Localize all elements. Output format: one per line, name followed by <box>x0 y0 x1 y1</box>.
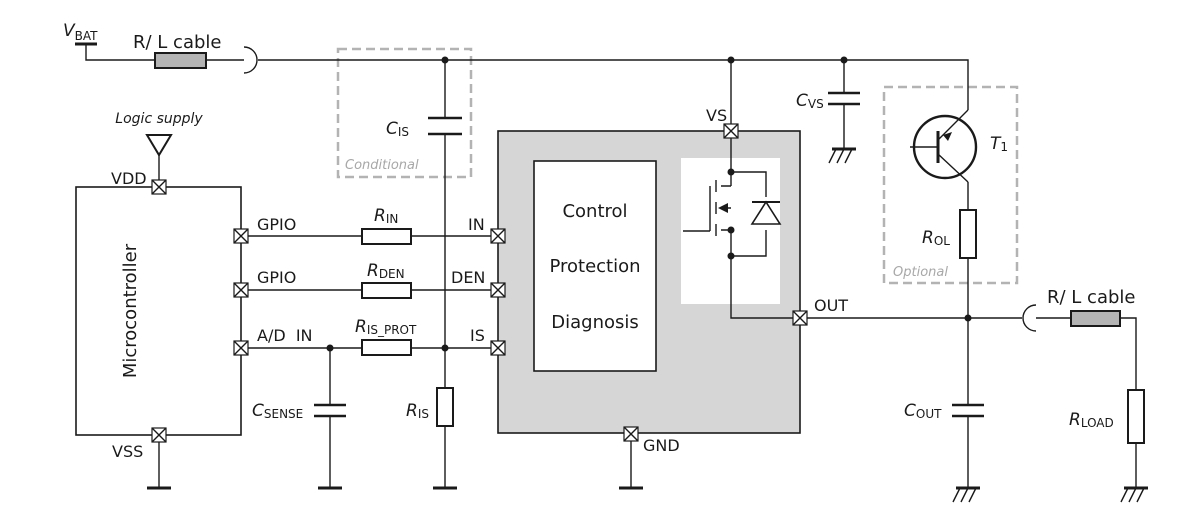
logic-supply-label: Logic supply <box>115 111 203 127</box>
r-ol-label: ROL <box>922 228 950 248</box>
pin-out <box>792 310 808 326</box>
pin-ad-in <box>233 340 249 356</box>
pin-label-gpio-2: GPIO <box>257 268 296 287</box>
pin-vs <box>723 123 739 139</box>
conditional-label: Conditional <box>345 158 419 173</box>
pin-in <box>490 228 506 244</box>
pin-gnd <box>623 426 639 442</box>
t1-label: T1 <box>990 134 1008 154</box>
output-cable <box>1070 310 1121 327</box>
mosfet-gate-wire <box>683 186 711 232</box>
pin-label-gpio-1: GPIO <box>257 215 296 234</box>
block-line-control: Control <box>562 201 627 222</box>
junction-dot <box>727 168 735 176</box>
t1-transistor <box>910 109 978 183</box>
junction-dot <box>441 56 449 64</box>
conditional-box <box>336 47 473 179</box>
logic-supply-icon <box>145 134 173 157</box>
r-is-label: RIS <box>406 401 429 421</box>
junction-dot <box>326 344 334 352</box>
control-logic-block <box>533 160 657 372</box>
r-in-resistor <box>361 228 412 245</box>
battery-rail-wire <box>258 59 969 87</box>
vbat-label: VBAT <box>63 21 98 43</box>
junction-dot <box>840 56 848 64</box>
pin-label-den: DEN <box>451 268 485 287</box>
c-sense-capacitor <box>314 403 346 418</box>
pin-label-ad-in: A/D IN <box>257 326 313 345</box>
junction-dot <box>727 56 735 64</box>
optional-box <box>882 85 1019 285</box>
c-out-capacitor <box>952 403 984 418</box>
r-is-resistor <box>436 387 454 427</box>
r-load-label: RLOAD <box>1069 410 1114 430</box>
output-connector <box>1022 304 1037 332</box>
pin-den <box>490 282 506 298</box>
mosfet-drain-wire <box>730 138 767 197</box>
mosfet-internal-wire <box>721 172 767 257</box>
pin-label-vss: VSS <box>112 442 143 461</box>
out-cable-wire <box>1036 317 1137 487</box>
junction-dot <box>727 226 735 234</box>
block-line-protection: Protection <box>549 256 640 277</box>
cvs-chassis-ground <box>828 147 856 164</box>
r-is-prot-label: RIS_PROT <box>355 317 417 337</box>
junction-dot <box>441 344 449 352</box>
r-ol-resistor <box>959 209 977 259</box>
pin-is <box>490 340 506 356</box>
junction-dot <box>727 252 735 260</box>
c-vs-label: CVS <box>796 91 824 111</box>
pin-gpio-2 <box>233 282 249 298</box>
pin-gpio-1 <box>233 228 249 244</box>
junction-dot <box>964 314 972 322</box>
pin-vss <box>151 427 167 443</box>
input-cable <box>154 52 207 69</box>
input-connector <box>243 46 258 74</box>
mosfet-arrow <box>718 203 728 213</box>
c-is-capacitor <box>428 116 462 136</box>
c-vs-capacitor <box>828 91 860 106</box>
pin-label-vs: VS <box>706 106 727 125</box>
pin-label-is: IS <box>470 326 485 345</box>
c-out-label: COUT <box>904 401 942 421</box>
r-in-label: RIN <box>374 206 398 226</box>
r-den-resistor <box>361 282 412 299</box>
vbat-stub-wire <box>85 44 155 61</box>
block-line-diagnosis: Diagnosis <box>551 312 639 333</box>
pin-label-in: IN <box>468 215 485 234</box>
microcontroller-block <box>75 186 242 436</box>
pin-label-out: OUT <box>814 296 848 315</box>
r-load-resistor <box>1127 389 1145 444</box>
input-cable-label: R/ L cable <box>133 32 221 53</box>
body-diode-triangle <box>750 200 782 225</box>
pin-vdd <box>151 179 167 195</box>
output-cable-label: R/ L cable <box>1047 287 1135 308</box>
optional-label: Optional <box>893 265 948 280</box>
pin-label-vdd: VDD <box>111 169 147 188</box>
cout-chassis-ground <box>952 486 980 503</box>
r-is-prot-resistor <box>361 339 412 356</box>
rload-chassis-ground <box>1120 486 1148 503</box>
c-is-label: CIS <box>386 119 409 139</box>
c-sense-label: CSENSE <box>252 401 303 421</box>
pin-label-gnd: GND <box>643 436 680 455</box>
microcontroller-label: Microcontroller <box>120 243 141 378</box>
r-den-label: RDEN <box>367 261 405 281</box>
mosfet-source-wire <box>730 256 794 319</box>
